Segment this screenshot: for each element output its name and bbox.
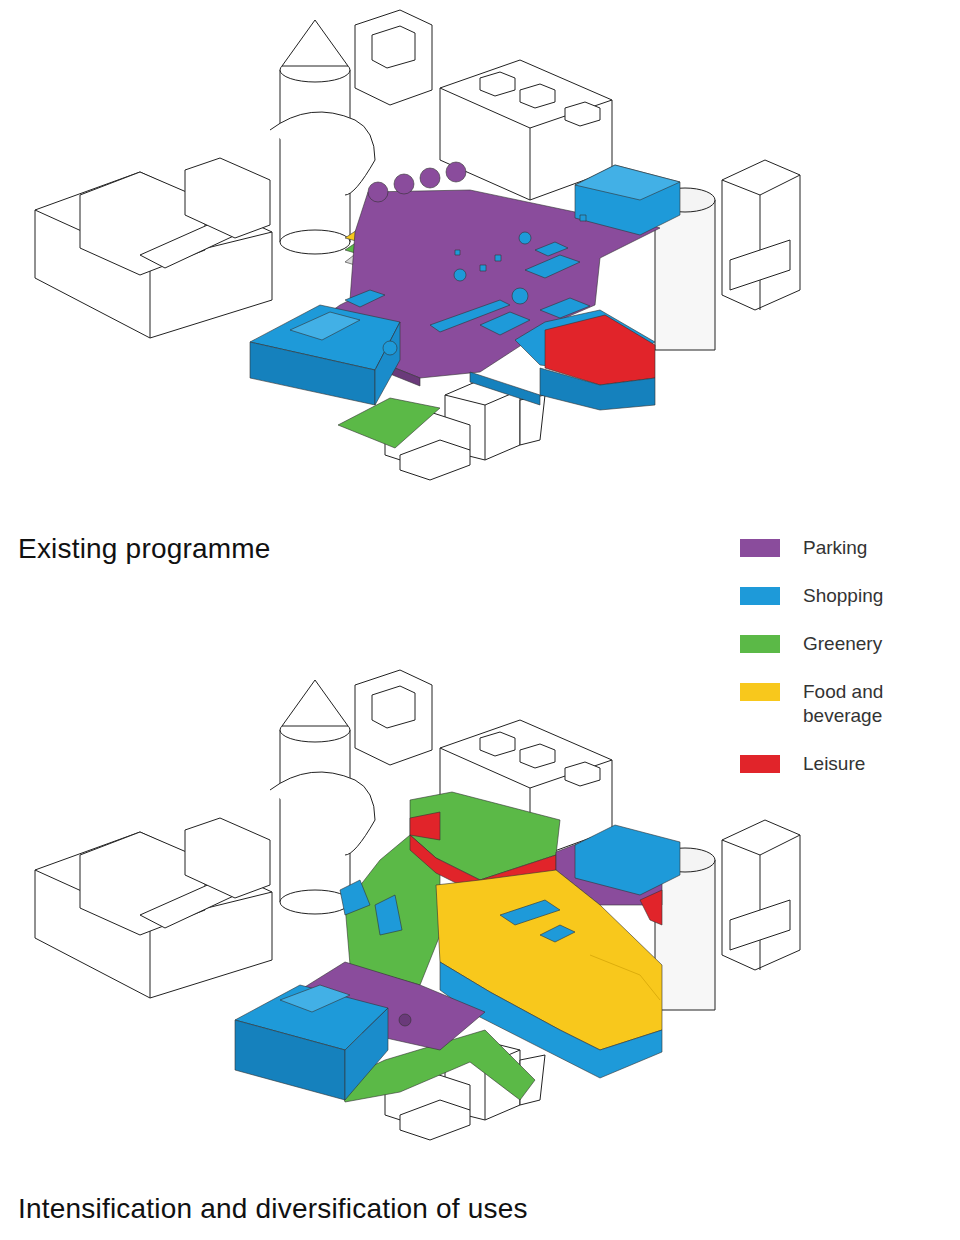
section-heading: Existing programme: [18, 533, 271, 565]
existing-programme-model: [250, 162, 680, 448]
legend-swatch: [740, 587, 780, 605]
legend-label: Shopping: [803, 584, 913, 608]
legend-swatch: [740, 683, 780, 701]
legend-swatch: [740, 635, 780, 653]
legend-label: Leisure: [803, 752, 913, 776]
proposed-programme-model: [235, 792, 680, 1102]
section-heading: Intensification and diversification of u…: [18, 1193, 528, 1225]
legend-label: Parking: [803, 536, 913, 560]
legend-swatch: [740, 539, 780, 557]
legend-label: Food and beverage: [803, 680, 913, 728]
context-buildings: [35, 10, 800, 480]
legend-swatch: [740, 755, 780, 773]
context-buildings: [35, 670, 800, 1140]
legend-label: Greenery: [803, 632, 913, 656]
